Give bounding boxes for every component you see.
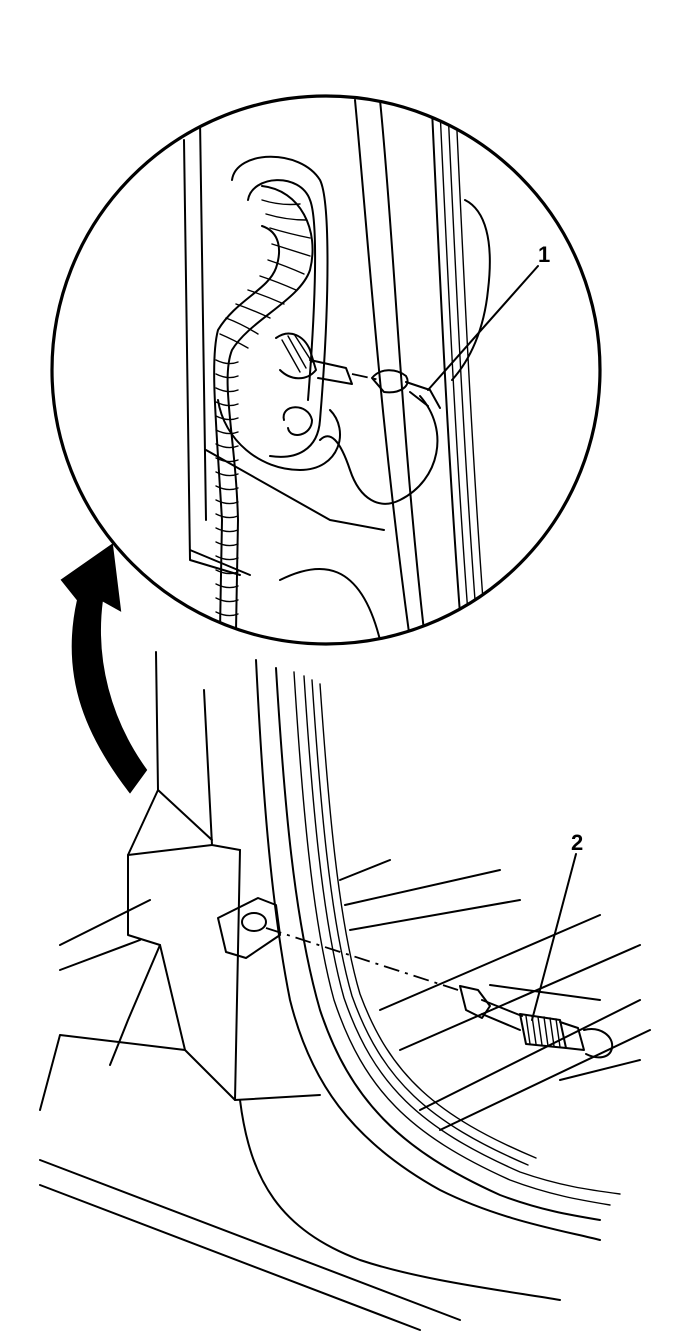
part-2-ground-bolt <box>459 985 614 1059</box>
floor-line-9 <box>399 944 641 1051</box>
harness-rib <box>225 317 259 335</box>
detail-connector <box>309 359 353 385</box>
detail-floor-curve <box>279 567 381 641</box>
harness-rib <box>215 401 239 407</box>
harness-ribs <box>215 199 311 617</box>
harness-rib <box>219 333 249 349</box>
harness-rib <box>215 513 239 519</box>
floor-line-4 <box>344 869 501 906</box>
callout-1-label: 1 <box>538 242 550 267</box>
harness-rib <box>261 199 301 206</box>
floor-line-3 <box>339 859 391 881</box>
rocker-line-2 <box>39 1184 421 1331</box>
callout-1-leader <box>427 265 539 391</box>
harness-rib <box>269 227 311 239</box>
harness-rib <box>215 359 239 365</box>
detail-floor-2 <box>189 549 251 576</box>
detail-pillar-left <box>183 139 241 576</box>
floor-line-5 <box>349 899 521 931</box>
harness-rib <box>215 569 239 575</box>
harness-rib <box>259 275 297 291</box>
door-frame-curve-3 <box>293 671 611 1206</box>
harness-rib <box>215 541 239 547</box>
harness-rib <box>215 429 239 435</box>
detail-pillar-left-2 <box>199 119 207 521</box>
detail-rear-panel <box>451 199 491 381</box>
floor-line-7 <box>439 1029 651 1131</box>
harness-rib <box>267 259 305 275</box>
pillar-base-left <box>109 944 161 1066</box>
harness-conduit-left <box>226 185 314 631</box>
detail-frame-4 <box>439 109 471 641</box>
pillar-lower-view <box>39 651 651 1331</box>
harness-rib <box>215 415 239 421</box>
harness-rib <box>235 303 271 319</box>
mounting-bracket <box>217 897 281 959</box>
harness-rib <box>247 289 285 305</box>
door-frame-curve-1 <box>255 659 601 1241</box>
rocker-line-1 <box>39 1159 461 1321</box>
pillar-bevel-lower <box>127 844 213 856</box>
bolt-head <box>583 1028 614 1059</box>
bracket-hole <box>241 912 267 932</box>
detail-stud-threads <box>281 333 313 373</box>
harness-rib <box>215 387 239 393</box>
harness-rib <box>265 213 307 221</box>
harness-rib <box>215 471 239 477</box>
harness-rib <box>215 499 239 505</box>
floor-line-6 <box>419 999 641 1111</box>
floor-line-10 <box>559 1059 641 1081</box>
sill-curve <box>239 1099 561 1301</box>
pillar-front-edge <box>203 689 241 851</box>
detail-grommet <box>282 406 313 436</box>
detail-eyelet-lead <box>405 381 441 409</box>
detail-frame-2 <box>379 99 426 641</box>
bracket-plate <box>217 897 281 959</box>
bolt-threads <box>525 1015 561 1048</box>
pillar-base-face <box>159 849 241 1101</box>
detail-slot-outer <box>231 155 329 458</box>
floor-line-2 <box>59 939 141 971</box>
detail-eyelet <box>371 369 409 394</box>
harness-rib <box>215 555 239 561</box>
detail-frame-5 <box>447 109 479 641</box>
pillar-left-edge <box>127 651 161 946</box>
door-frame-curve-5 <box>311 679 529 1166</box>
harness-rib <box>215 611 239 617</box>
floor-left-edge <box>39 1034 186 1111</box>
harness-rib <box>215 443 239 449</box>
harness-rib <box>215 457 239 463</box>
bolt-collar <box>559 1021 585 1051</box>
detail-ground-wire <box>319 395 439 505</box>
pillar-bevel <box>157 789 213 841</box>
door-frame-curve-6 <box>319 683 537 1159</box>
floor-line-8 <box>379 914 601 1011</box>
detail-alignment <box>351 373 381 381</box>
harness-rib <box>215 485 239 491</box>
harness-rib <box>215 597 239 603</box>
detail-zoom-arrow <box>60 543 148 794</box>
callout-2-leader <box>531 853 577 1021</box>
door-frame-curve-2 <box>275 667 601 1221</box>
detail-frame-1 <box>354 99 411 641</box>
callout-2-label: 2 <box>571 830 583 855</box>
detail-magnifier <box>50 94 602 646</box>
harness-rib <box>215 583 239 589</box>
door-frame-curve-4 <box>303 675 621 1195</box>
detail-circle-border <box>50 94 602 646</box>
detail-frame-6 <box>455 109 487 641</box>
harness-rib <box>215 373 239 379</box>
floor-line-1 <box>59 899 151 946</box>
floor-step <box>489 984 601 1001</box>
harness-rib <box>215 527 239 533</box>
detail-slot-inner <box>247 179 317 401</box>
alignment-line <box>265 927 459 991</box>
ring-terminal <box>459 985 491 1019</box>
pillar-foot <box>234 1094 321 1101</box>
harness-rib <box>271 243 311 257</box>
detail-floor-1 <box>205 449 385 531</box>
terminal-barrel <box>481 999 523 1031</box>
